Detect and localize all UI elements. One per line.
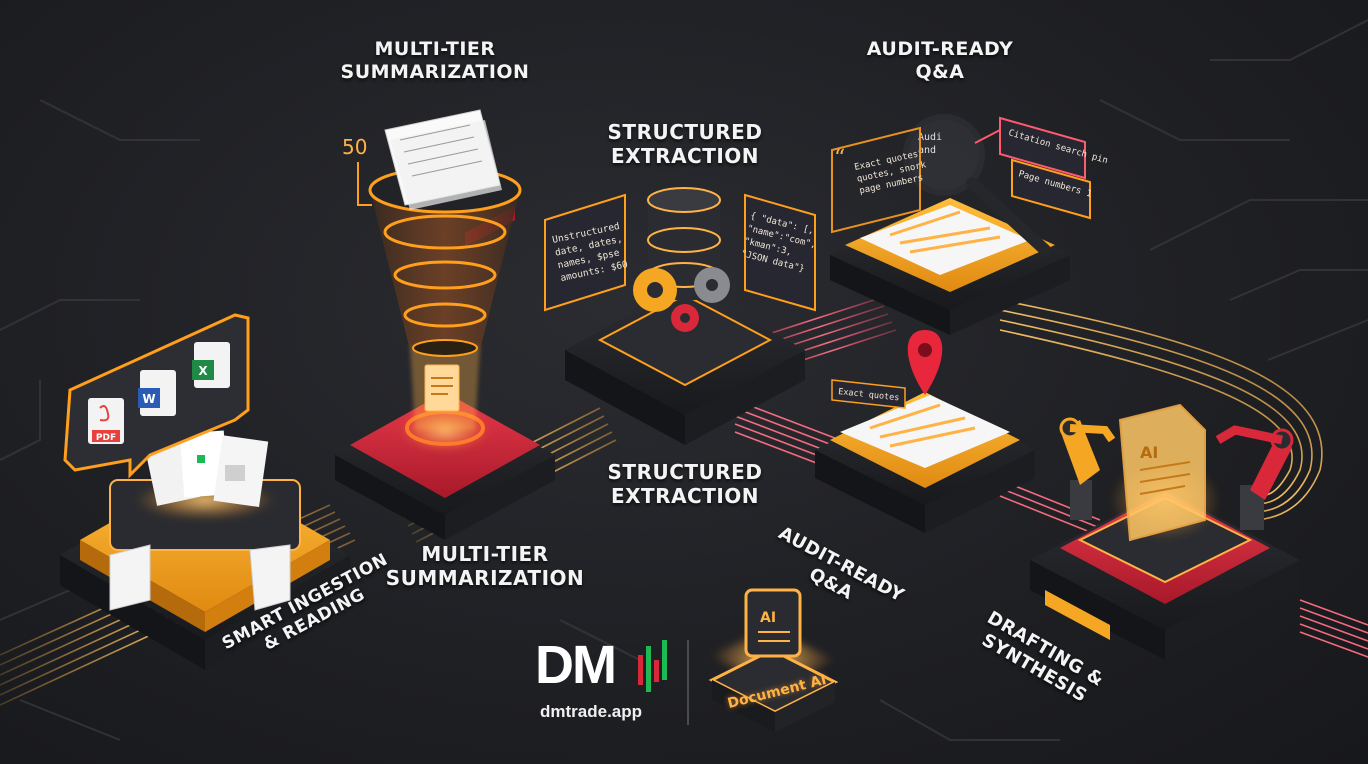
page-count: 50 [342,135,367,159]
drafting-document-icon: AI [1118,403,1206,542]
svg-text:PDF: PDF [96,433,116,443]
ingestion-node: PDF W X [60,313,350,670]
svg-text:AI: AI [760,610,776,626]
magnifier-icon: Audi and [903,114,1051,256]
svg-text:W: W [142,392,155,406]
structured-title-bottom: STRUCTURED EXTRACTION [607,460,763,508]
audit-document-icon [860,205,1030,275]
json-panel: { "data": [, "name":"com", "kman":3, "JS… [740,193,817,312]
ai-document-badge-icon: AI [744,588,802,658]
summarization-title-bottom: MULTI-TIER SUMMARIZATION [385,542,585,590]
exact-quotes-tag: Exact quotes [831,379,906,409]
file-types-bubble: PDF W X [63,313,250,479]
summarization-title-top: MULTI-TIER SUMMARIZATION [340,38,530,83]
drafting-node: AI [1030,403,1300,660]
gold-stream-curve [999,299,1323,521]
svg-text:“: “ [834,146,845,171]
audit-node-top: Audi and “ Exact quotes quotes, snork pa… [830,114,1109,335]
location-pin-icon [907,330,943,395]
document-ai-badge: AI [708,588,839,732]
brand-domain: dmtrade.app [540,702,643,721]
excel-file-icon: X [192,342,230,388]
dm-logo: DM [535,635,617,695]
audit-title-top: AUDIT-READY Q&A [866,38,1014,83]
audit-node-bottom: Exact quotes [815,330,1035,533]
structured-title-top: STRUCTURED EXTRACTION [607,120,763,168]
robot-arm-right-icon [1215,425,1294,530]
svg-text:AI: AI [1140,443,1158,462]
robot-arm-left-icon [1059,417,1116,520]
ingestion-document-icon [144,430,269,508]
audit-bottom-document-icon [840,395,1010,468]
page-numbers-callout: Page numbers 1 [1011,158,1093,220]
summarization-node: 50 [335,109,555,540]
extraction-node: Unstructured date, dates, names, $pse am… [544,187,817,445]
circuit-traces [0,19,1368,741]
paper-stack-icon [384,109,502,210]
gear-icon [633,267,730,332]
word-file-icon: W [138,370,176,416]
svg-text:Audi and: Audi and [918,132,948,156]
funnel-document-icon [424,364,460,412]
dm-logo-bars [638,640,667,692]
pdf-file-icon: PDF [88,398,124,444]
unstructured-panel: Unstructured date, dates, names, $pse am… [544,193,629,312]
svg-text:X: X [198,364,208,378]
